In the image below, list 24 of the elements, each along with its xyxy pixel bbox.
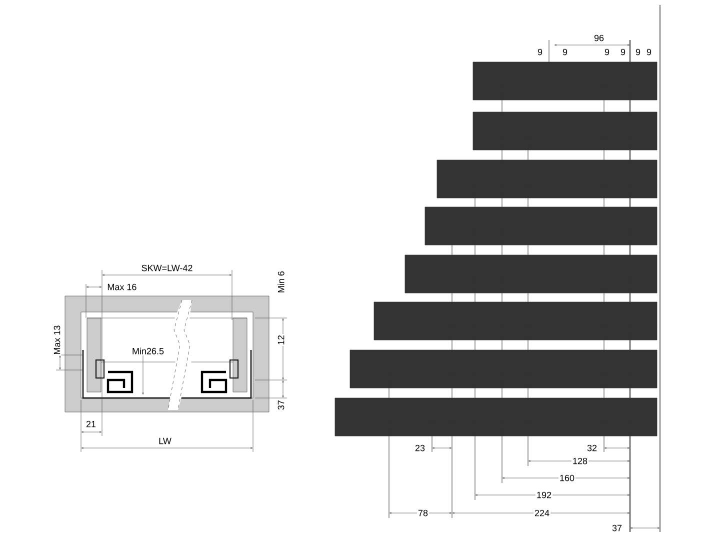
dimension-label: 9	[620, 48, 626, 56]
dimension-label: 9	[562, 48, 568, 56]
dimension-label: 9	[536, 48, 544, 56]
dimension-label: Min 6	[276, 270, 286, 294]
dimension-label: 37	[276, 399, 286, 412]
dimension-label: 224	[534, 508, 550, 518]
dimension-label: 160	[558, 474, 576, 482]
dimension-label: 23	[414, 444, 426, 452]
dimension-label: 21	[85, 420, 97, 428]
dimension-label: 9	[646, 48, 652, 56]
dimension-label: 192	[536, 490, 552, 500]
dimension-label: SKW=LW-42	[140, 264, 194, 272]
dimension-label: 9	[604, 48, 610, 56]
dimension-label: 9	[634, 48, 642, 56]
dimension-label: 96	[593, 34, 605, 42]
dimension-label: 78	[417, 508, 429, 518]
dimension-label: Max 13	[52, 324, 62, 356]
dimension-label: LW	[158, 436, 172, 446]
dimension-label: Max 16	[106, 282, 138, 292]
dimension-label: 12	[276, 334, 286, 346]
dimension-label: Min26.5	[131, 346, 165, 356]
dimension-label: 32	[586, 444, 598, 452]
dimension-label: 37	[611, 524, 623, 532]
dimension-label: 128	[572, 456, 588, 466]
